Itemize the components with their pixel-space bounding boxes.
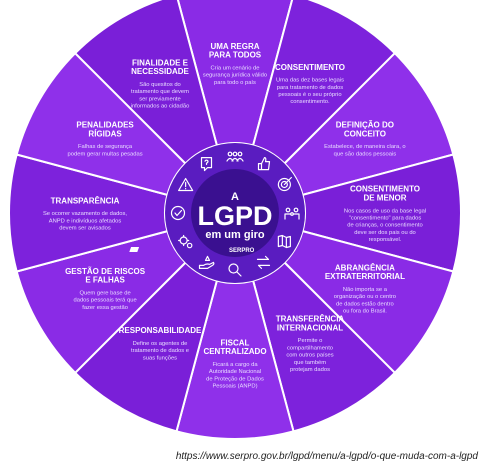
source-url[interactable]: https://www.serpro.gov.br/lgpd/menu/a-lg…: [175, 451, 478, 462]
segment-title-line: PENALIDADES: [76, 121, 134, 130]
serpro-logo-mark: [129, 247, 140, 252]
target-icon: [277, 176, 292, 192]
center-title-lgpd: LGPD: [197, 201, 272, 231]
segment-body-line: compartilhamento: [287, 345, 333, 351]
segment-title-line: DEFINIÇÃO DO: [336, 121, 394, 130]
segment-body-line: de Proteção de Dados: [206, 376, 264, 382]
icons-layer: [170, 151, 300, 277]
segment-title-line: CONSENTIMENTO: [275, 63, 345, 72]
segment-body-line: ser previamente: [139, 96, 181, 102]
segment-body-line: deve ser dos pais ou do: [354, 230, 416, 236]
segment-title-line: DE MENOR: [363, 194, 406, 203]
segment-title-line: ABRANGÊNCIA: [335, 263, 395, 272]
serpro-logo: SERPRO: [129, 247, 255, 254]
segment-body-line: Estabelece, de maneira clara, o: [324, 144, 406, 150]
segment-body-line: Uma das dez bases legais: [276, 78, 344, 84]
segment-title-line: CENTRALIZADO: [203, 347, 266, 356]
segment-body-line: dados pessoais terá que: [74, 298, 137, 304]
segment-body-line: suas funções: [143, 355, 177, 361]
magnifier-icon: [228, 263, 242, 277]
segment-body-line: Autoridade Nacional: [209, 369, 261, 375]
segment-body-line: Pessoais (ANPD): [212, 384, 257, 390]
segment-body-line: com outros países: [286, 353, 333, 359]
segment-body-line: Quem gere base de: [79, 291, 130, 297]
family-icon: [284, 207, 300, 220]
shield-check-icon: [170, 205, 186, 221]
segment-body-line: ou fora do Brasil.: [343, 309, 387, 315]
segment-body-line: São quesitos do: [139, 82, 181, 88]
segment-body-line: Falhas de segurança: [78, 144, 133, 150]
warning-icon: [178, 177, 194, 192]
segment-body-line: devem ser avisados: [59, 226, 111, 232]
segment-title-line: INTERNACIONAL: [277, 323, 343, 332]
map-icon: [277, 234, 291, 249]
hand-icon: [198, 255, 215, 269]
segment-title-line: RÍGIDAS: [88, 129, 122, 138]
segment-body-line: pessoais é o seu próprio: [278, 92, 341, 98]
segment-body-line: de crianças, o consentimento: [347, 223, 422, 229]
segment-body-line: para todo o país: [214, 80, 256, 86]
segment-title-line: CONSENTIMENTO: [350, 185, 420, 194]
segment-body-line: para tratamento de dados: [277, 85, 343, 91]
segment-body-line: responsável.: [369, 237, 402, 243]
thumbs-up-icon: [257, 157, 271, 171]
segment-title-line: NECESSIDADE: [131, 67, 189, 76]
segment-body-line: Nos casos de uso da base legal: [344, 208, 426, 214]
segment-body-line: que são dados pessoais: [334, 151, 397, 157]
serpro-logo-text: SERPRO: [229, 248, 255, 254]
question-doc-icon: [200, 157, 213, 172]
segment-title-line: FISCAL: [221, 338, 250, 347]
segment-body-line: Ficará a cargo da: [212, 362, 258, 368]
segment-body-line: consentimento.: [290, 99, 330, 105]
segment-body-line: "consentimento" para dados: [349, 216, 422, 222]
segment-body-line: protejam dados: [290, 367, 330, 373]
segment-body-line: Permite o: [298, 338, 323, 344]
transfer-icon: [256, 255, 271, 269]
segment-title-line: E FALHAS: [85, 276, 125, 285]
segment-title-line: UMA REGRA: [210, 42, 259, 51]
segment-title-line: TRANSFERÊNCIA: [276, 315, 345, 324]
segment-title-line: FINALIDADE E: [132, 58, 189, 67]
segment-body-line: segurança jurídica válido: [203, 73, 267, 79]
segment-body-line: tratamento que devem: [131, 89, 189, 95]
center-circle: [191, 169, 279, 257]
center-hub: A LGPD em um giro SERPRO: [129, 169, 279, 257]
segment-body-line: Define os agentes de: [133, 341, 188, 347]
segment-body-line: Se ocorrer vazamento de dados,: [43, 211, 127, 217]
segment-title-line: RESPONSABILIDADE: [119, 326, 202, 335]
segment-body-line: fazer essa gestão: [82, 305, 128, 311]
center-title-a: A: [231, 191, 239, 203]
gears-icon: [178, 234, 193, 249]
people-group-icon: [226, 151, 244, 162]
segment-body-line: de dados estão dentro: [336, 301, 394, 307]
segment-title-line: EXTRATERRITORIAL: [325, 272, 405, 281]
segment-body-line: ANPD e indivíduos afetados: [49, 218, 122, 224]
segment-body-line: Não importa se a: [343, 287, 388, 293]
segment-body-line: tratamento de dados e: [131, 348, 189, 354]
segment-title-line: CONCEITO: [344, 129, 386, 138]
segment-body-line: podem gerar multas pesadas: [68, 151, 143, 157]
segment-body-line: que também: [294, 360, 326, 366]
segment-body-line: Cria um cenário de: [211, 66, 260, 72]
segment-title-line: TRANSPARÊNCIA: [51, 196, 120, 205]
segment-body-line: organização ou o centro: [334, 294, 396, 300]
segment-title-line: PARA TODOS: [209, 51, 262, 60]
segment-body-line: informados ao cidadão: [131, 104, 190, 110]
center-title-em-um-giro: em um giro: [205, 229, 265, 241]
segment-title-line: GESTÃO DE RISCOS: [65, 267, 146, 276]
